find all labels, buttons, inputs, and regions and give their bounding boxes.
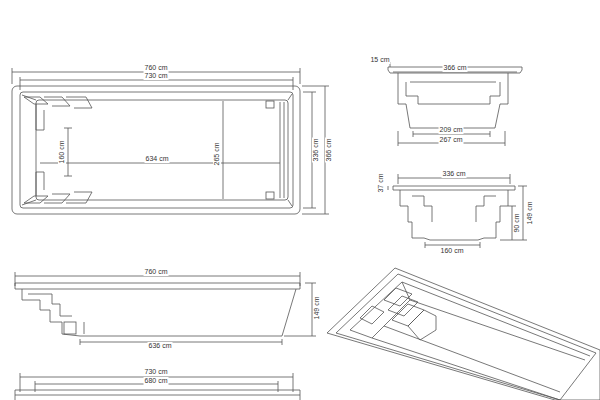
dimension-label: 160 cm bbox=[58, 140, 66, 165]
dimension-label: 760 cm bbox=[144, 64, 169, 72]
dimension-label: 149 cm bbox=[526, 201, 534, 226]
dimension-label: 209 cm bbox=[439, 126, 464, 134]
dimension-label: 149 cm bbox=[313, 296, 321, 321]
dimension-label: 90 cm bbox=[513, 212, 521, 233]
end-section-lower bbox=[388, 174, 527, 248]
bottom-view bbox=[15, 373, 300, 400]
end-section-upper bbox=[388, 62, 522, 146]
dimension-label: 265 cm bbox=[213, 142, 221, 167]
dimension-label: 680 cm bbox=[144, 377, 169, 385]
dimension-label: 366 cm bbox=[325, 138, 333, 163]
dimension-label: 15 cm bbox=[369, 56, 390, 64]
isometric-view bbox=[327, 268, 600, 400]
dimension-label: 366 cm bbox=[443, 64, 468, 72]
side-view bbox=[15, 272, 316, 345]
dimension-label: 160 cm bbox=[440, 247, 465, 255]
dimension-label: 730 cm bbox=[144, 368, 169, 376]
dimension-label: 336 cm bbox=[442, 170, 467, 178]
top-view bbox=[12, 68, 329, 214]
dimension-label: 267 cm bbox=[439, 136, 464, 144]
dimension-label: 760 cm bbox=[144, 268, 169, 276]
dimension-label: 634 cm bbox=[145, 155, 170, 163]
dimension-label: 636 cm bbox=[148, 342, 173, 350]
dimension-label: 336 cm bbox=[312, 138, 320, 163]
dimension-label: 730 cm bbox=[144, 72, 169, 80]
dimension-label: 37 cm bbox=[377, 172, 385, 193]
